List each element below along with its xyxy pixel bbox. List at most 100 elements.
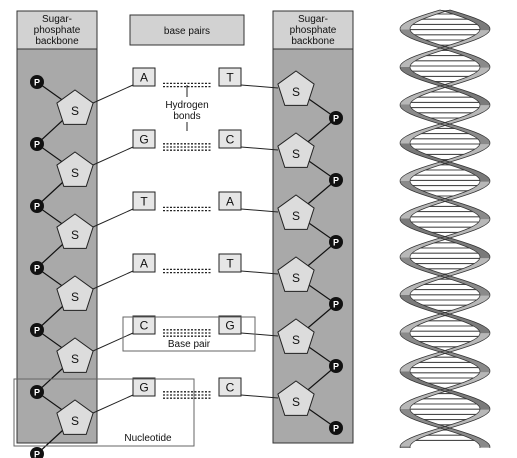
- helix-strand-segment: [438, 275, 456, 278]
- base-pair-callout: Base pair: [122, 316, 256, 352]
- base-right: C: [218, 129, 242, 149]
- left-glycosidic-line: [92, 208, 134, 228]
- base-right: G: [218, 315, 242, 335]
- base-right: T: [218, 253, 242, 273]
- sugar-left-shape: [56, 399, 94, 435]
- phosphate-left-label: P: [34, 388, 40, 398]
- helix-strand-segment: [440, 352, 457, 355]
- base-right-box: [218, 67, 242, 87]
- base-left: C: [132, 315, 156, 335]
- sugar-left-label: S: [71, 104, 79, 118]
- sugar-left-label: S: [71, 166, 79, 180]
- base-right-box: [218, 253, 242, 273]
- base-left-label: C: [140, 319, 149, 333]
- left-glycosidic-line: [92, 332, 134, 352]
- phosphate-right: P: [329, 173, 343, 187]
- helix-strand-segment: [438, 161, 456, 164]
- base-right-box: [218, 191, 242, 211]
- base-left-box: [132, 67, 156, 87]
- base-pairs-header-label: base pairs: [164, 26, 210, 37]
- hydrogen-bonds: [163, 391, 211, 399]
- left-glycosidic-line: [92, 146, 134, 166]
- right-glycosidic-line: [240, 394, 279, 399]
- phosphate-right-label: P: [333, 238, 339, 248]
- base-left-label: A: [140, 71, 148, 85]
- phosphate-right: P: [329, 297, 343, 311]
- sugar-left: S: [56, 213, 94, 249]
- sugar-left-label: S: [71, 352, 79, 366]
- base-pair-callout-label: Base pair: [168, 339, 211, 350]
- phosphate-right: P: [329, 359, 343, 373]
- right-glycosidic-line: [240, 84, 279, 89]
- base-left-box: [132, 377, 156, 397]
- base-left-box: [132, 253, 156, 273]
- left-glycosidic-line: [92, 270, 134, 290]
- sugar-left: S: [56, 151, 94, 187]
- phosphate-right-label: P: [333, 176, 339, 186]
- right-glycosidic-line: [240, 146, 279, 151]
- phosphate-left-circle: [30, 447, 44, 458]
- sugar-left: S: [56, 89, 94, 125]
- helix-strand-segment: [400, 446, 411, 448]
- helix-strand-segment: [438, 47, 456, 50]
- sugar-right: S: [277, 256, 315, 292]
- phosphate-right-circle: [329, 111, 343, 125]
- sugar-left-label: S: [71, 290, 79, 304]
- sugar-right-shape: [277, 70, 315, 106]
- base-right-label: C: [226, 133, 235, 147]
- sugar-right-label: S: [292, 85, 300, 99]
- hydrogen-bonds: [163, 143, 211, 151]
- sugar-left-shape: [56, 151, 94, 187]
- base-right-label: T: [226, 71, 234, 85]
- helix-strand-edge: [399, 9, 481, 448]
- right-glycosidic-line: [240, 270, 279, 275]
- nucleotide-callout-label: Nucleotide: [124, 433, 172, 444]
- phosphate-left-circle: [30, 199, 44, 213]
- helix-strand-edge: [409, 9, 491, 448]
- phosphate-right: P: [329, 421, 343, 435]
- hydrogen-bonds-label-line1: Hydrogen: [165, 100, 208, 111]
- sugar-left: S: [56, 399, 94, 435]
- phosphate-left-label: P: [34, 140, 40, 150]
- phosphate-right-circle: [329, 421, 343, 435]
- sugar-left-shape: [56, 89, 94, 125]
- double-helix-illustration: [399, 9, 491, 448]
- sugar-right-label: S: [292, 333, 300, 347]
- phosphate-left: P: [30, 323, 44, 337]
- hydrogen-bonds: [163, 329, 211, 337]
- phosphate-left: P: [30, 447, 44, 458]
- base-right: T: [218, 67, 242, 87]
- helix-strand-segment: [438, 389, 456, 392]
- helix-strand-segment: [440, 238, 457, 241]
- base-right-box: [218, 129, 242, 149]
- base-left-box: [132, 315, 156, 335]
- base-right-box: [218, 315, 242, 335]
- left-glycosidic-line: [92, 394, 134, 414]
- hydrogen-bonds: [163, 82, 211, 88]
- phosphate-right-label: P: [333, 300, 339, 310]
- left-backbone-label-line3: backbone: [35, 36, 79, 47]
- right-glycosidic-line: [240, 332, 279, 337]
- helix-strand-edge: [409, 9, 491, 448]
- base-right-label: A: [226, 195, 234, 209]
- sugar-left-label: S: [71, 414, 79, 428]
- base-left: A: [132, 253, 156, 273]
- sugar-right-label: S: [292, 271, 300, 285]
- left-glycosidic-line: [92, 84, 134, 104]
- phosphate-right-circle: [329, 359, 343, 373]
- base-right-label: G: [225, 319, 234, 333]
- right-glycosidic-line: [240, 208, 279, 213]
- phosphate-left-label: P: [34, 78, 40, 88]
- hydrogen-bonds: [163, 268, 211, 274]
- sugar-right: S: [277, 380, 315, 416]
- phosphate-right-circle: [329, 297, 343, 311]
- base-left-label: G: [139, 133, 148, 147]
- phosphate-right-label: P: [333, 114, 339, 124]
- base-right-label: C: [226, 381, 235, 395]
- sugar-right-label: S: [292, 209, 300, 223]
- base-right: C: [218, 377, 242, 397]
- phosphate-left: P: [30, 199, 44, 213]
